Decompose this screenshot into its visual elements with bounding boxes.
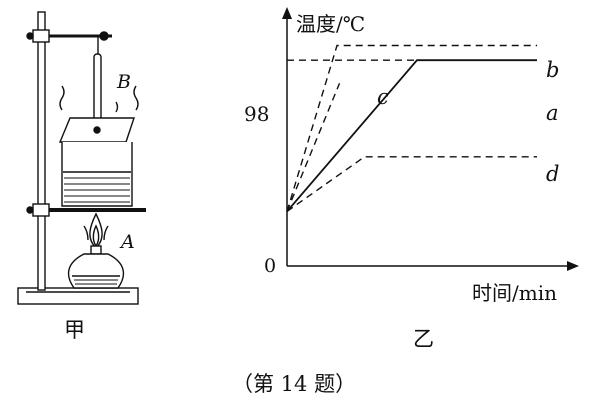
series-label-c: c bbox=[377, 85, 389, 109]
lid-hole bbox=[93, 126, 101, 134]
ring-clamp bbox=[32, 203, 50, 217]
flame-side-left bbox=[83, 225, 89, 241]
alcohol-lamp bbox=[67, 253, 125, 289]
steam-mid-icon bbox=[115, 101, 119, 113]
water-hatching bbox=[64, 177, 130, 203]
series-layer bbox=[286, 44, 537, 212]
problem-caption: （第 14 题） bbox=[232, 372, 356, 396]
top-clamp bbox=[32, 29, 50, 43]
series-label-b: b bbox=[546, 58, 559, 82]
series-line-a bbox=[286, 59, 537, 212]
stand-base bbox=[17, 287, 139, 305]
apparatus-caption: 甲 bbox=[64, 318, 85, 342]
origin-label: 0 bbox=[264, 255, 276, 277]
lamp-wick-holder bbox=[90, 245, 102, 255]
x-axis-arrow-icon bbox=[567, 261, 579, 271]
apparatus-diagram bbox=[17, 11, 146, 305]
y-tick-label-98: 98 bbox=[244, 102, 269, 126]
flame-inner-icon bbox=[92, 224, 100, 248]
flame-icon bbox=[89, 212, 103, 249]
series-label-a: a bbox=[546, 101, 559, 125]
steam-right-icon bbox=[133, 85, 139, 111]
label-a: A bbox=[119, 231, 135, 253]
series-line-b bbox=[286, 44, 537, 212]
y-axis-arrow-icon bbox=[282, 7, 292, 19]
ring-clamp-screw bbox=[26, 206, 34, 214]
y-axis-label: 温度/℃ bbox=[296, 12, 365, 36]
lamp-hatching bbox=[74, 279, 118, 285]
steam-left-icon bbox=[59, 85, 65, 111]
top-clamp-screw bbox=[26, 32, 34, 40]
graph-caption: 乙 bbox=[413, 327, 434, 351]
label-b: B bbox=[116, 71, 131, 93]
temperature-graph: 温度/℃ 时间/min 0 98 b c a d 乙 bbox=[244, 7, 579, 351]
arm-end-knob bbox=[99, 31, 109, 41]
flame-side-right bbox=[103, 225, 109, 241]
series-line-c bbox=[286, 83, 341, 212]
x-axis-label: 时间/min bbox=[472, 281, 557, 305]
stand-rod bbox=[37, 11, 46, 291]
series-label-d: d bbox=[546, 162, 559, 186]
series-line-d bbox=[286, 156, 537, 212]
